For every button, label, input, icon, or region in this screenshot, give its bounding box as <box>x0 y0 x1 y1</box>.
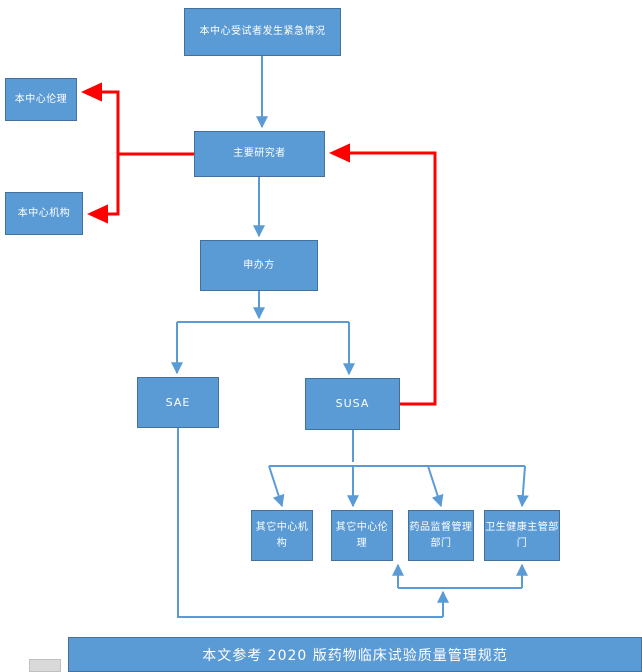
node-sae[interactable]: SAE <box>137 377 219 428</box>
node-health-authority-label: 卫生健康主管部门 <box>485 521 559 549</box>
edge-susa-to-pi <box>329 143 437 406</box>
node-sponsor-label: 申办方 <box>243 259 275 271</box>
reference-banner-label: 本文参考 2020 版药物临床试验质量管理规范 <box>202 647 508 664</box>
edge-susa-to-health-authority <box>516 465 529 508</box>
reference-banner: 本文参考 2020 版药物临床试验质量管理规范 <box>68 637 642 672</box>
edge-pi-to-center-institute <box>87 154 120 224</box>
node-center-institution-label: 本中心机构 <box>17 207 71 219</box>
node-principal-investigator[interactable]: 主要研究者 <box>194 131 325 177</box>
node-other-center-ethics[interactable]: 其它中心伦理 <box>331 510 393 561</box>
node-center-ethics-label: 本中心伦理 <box>14 93 68 105</box>
node-center-ethics[interactable]: 本中心伦理 <box>5 78 77 121</box>
node-sponsor[interactable]: 申办方 <box>200 240 318 291</box>
edge-pi-to-center-ethics <box>81 82 120 154</box>
node-principal-investigator-label: 主要研究者 <box>233 148 286 159</box>
node-emergency[interactable]: 本中心受试者发生紧急情况 <box>184 8 341 56</box>
edge-sae-down-right <box>177 428 443 618</box>
gray-stub-shape <box>29 659 61 672</box>
node-other-center-institution[interactable]: 其它中心机构 <box>251 510 313 561</box>
node-drug-administration[interactable]: 药品监督管理部门 <box>408 510 474 561</box>
edge-susa-to-nmpa <box>427 465 444 508</box>
node-other-center-ethics-label: 其它中心伦理 <box>335 521 389 549</box>
node-health-authority[interactable]: 卫生健康主管部门 <box>484 510 560 561</box>
node-emergency-label: 本中心受试者发生紧急情况 <box>199 26 326 37</box>
node-sae-label: SAE <box>165 395 191 409</box>
node-susa[interactable]: SUSA <box>305 378 400 430</box>
node-susa-label: SUSA <box>335 397 370 410</box>
node-drug-administration-label: 药品监督管理部门 <box>409 521 473 549</box>
node-center-institution[interactable]: 本中心机构 <box>5 192 83 235</box>
edge-susa-to-other-institute <box>268 465 285 508</box>
node-other-center-institution-label: 其它中心机构 <box>255 521 309 549</box>
